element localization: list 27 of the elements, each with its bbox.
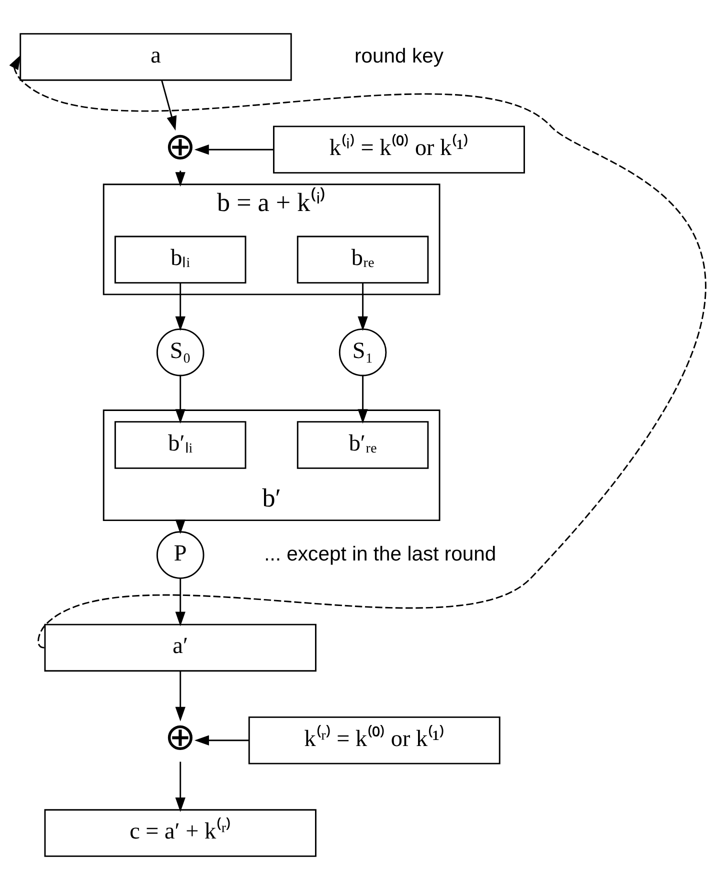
node-circle: S₀: [156, 328, 204, 376]
node-box: k⁽ʳ⁾ = k⁽⁰⁾ or k⁽¹⁾: [248, 716, 500, 764]
node-box: b′ᵣₑ: [296, 421, 429, 469]
node-text: ⊕: [164, 126, 196, 168]
arrow: [194, 144, 274, 155]
node-box: c = a′ + k⁽ʳ⁾: [44, 809, 316, 857]
node-box: k⁽ⁱ⁾ = k⁽⁰⁾ or k⁽¹⁾: [273, 126, 525, 174]
arrow: [358, 376, 368, 424]
arrow: [194, 735, 249, 746]
node-circle: P: [156, 531, 204, 579]
arrow: [9, 55, 706, 648]
node-text: ⊕: [164, 716, 196, 758]
node-box: b′ₗᵢ: [114, 421, 246, 469]
node-label: round key: [354, 45, 444, 68]
node-box: bᵣₑ: [296, 236, 429, 284]
arrow: [175, 670, 186, 722]
arrow: [358, 282, 368, 331]
arrow: [175, 762, 186, 812]
node-circle: S₁: [338, 328, 387, 376]
node-label: ... except in the last round: [264, 543, 496, 566]
arrow: [161, 80, 177, 131]
arrow: [175, 282, 186, 331]
node-box: bₗᵢ: [114, 236, 246, 284]
node-box: a′: [44, 624, 316, 672]
arrow: [175, 376, 186, 424]
node-box: a: [20, 33, 292, 81]
arrow: [175, 578, 186, 626]
